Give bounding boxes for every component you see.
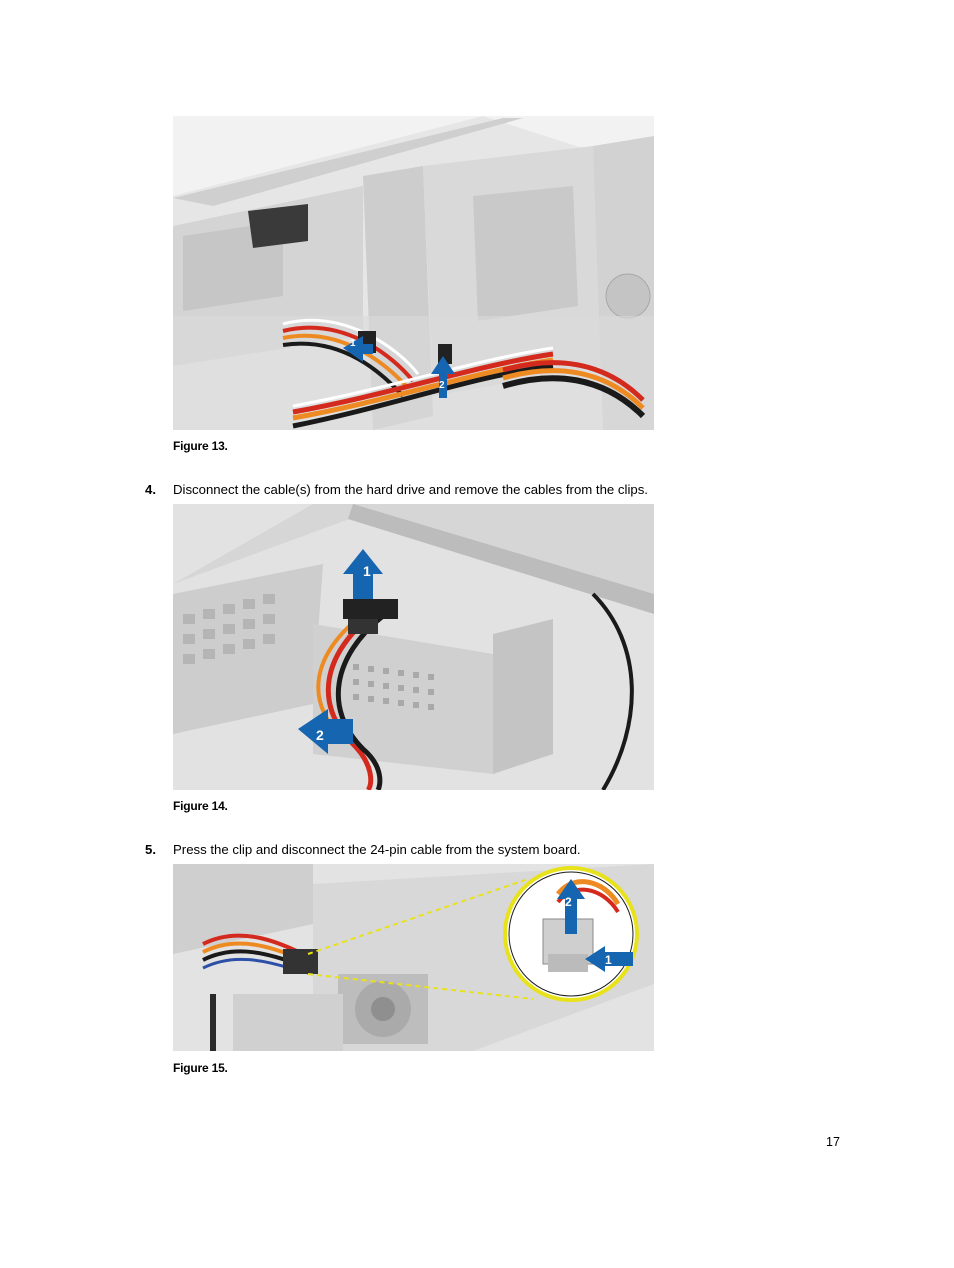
figure-13-image bbox=[173, 116, 654, 430]
figure-13-arrow-2-label: 2 bbox=[439, 380, 445, 391]
figure-15-arrow-2-label: 2 bbox=[565, 895, 572, 909]
figure-14-caption: Figure 14. bbox=[173, 799, 228, 813]
page-number: 17 bbox=[826, 1135, 840, 1149]
figure-14-arrow-2-label: 2 bbox=[316, 727, 324, 743]
step-number: 4. bbox=[145, 482, 156, 497]
figure-13-arrow-1-label: 1 bbox=[350, 338, 356, 349]
figure-13-caption: Figure 13. bbox=[173, 439, 228, 453]
figure-15-caption: Figure 15. bbox=[173, 1061, 228, 1075]
figure-15-image: 2 1 bbox=[173, 864, 654, 1051]
figure-14-arrow-1-label: 1 bbox=[363, 563, 371, 579]
step-number: 5. bbox=[145, 842, 156, 857]
step-text: Disconnect the cable(s) from the hard dr… bbox=[173, 482, 648, 497]
figure-14-image: 1 2 bbox=[173, 504, 654, 790]
figure-15-arrow-1-label: 1 bbox=[605, 953, 612, 967]
step-text: Press the clip and disconnect the 24-pin… bbox=[173, 842, 581, 857]
